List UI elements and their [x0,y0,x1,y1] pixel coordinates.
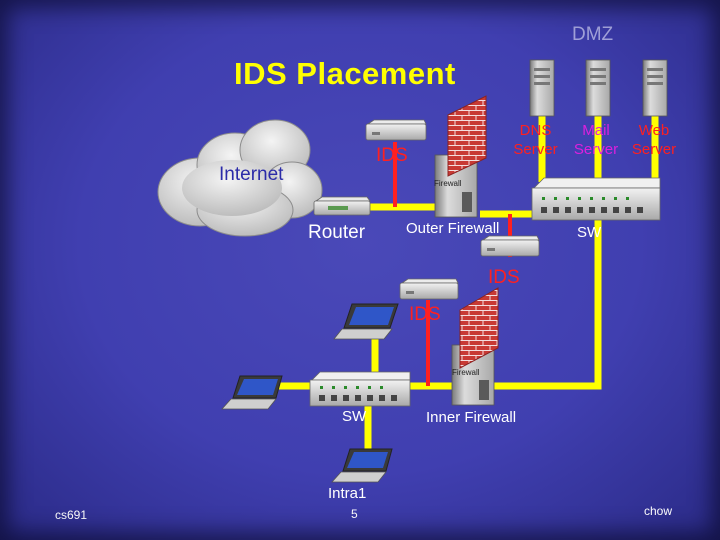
dns-server-device [529,59,555,117]
network-links [275,115,659,450]
dmz-switch-device [531,177,661,221]
inner-firewall-label: Inner Firewall [426,409,517,426]
mail-server-label-line1: Mail [582,122,610,139]
dns-server-label-line1: DNS [519,122,552,139]
router-device [313,196,371,216]
web-server-label: Web Server [630,121,678,159]
outer-firewall-device [434,95,487,218]
inner-firewall-device [451,287,499,406]
outer-ids-device [365,119,427,141]
inner-firewall-device-text: Firewall [452,368,480,377]
footer-left: cs691 [55,508,88,522]
footer-right: chow [644,504,673,518]
intranet-label: Intra1 [328,485,367,502]
laptop-left [221,375,283,410]
mail-server-label: Mail Server [572,121,620,159]
middle-ids-label: IDS [488,267,520,288]
web-server-label-line1: Web [638,122,670,139]
mail-server-label-line2: Server [573,141,619,158]
footer-page-number: 5 [351,507,358,521]
inner-ids-label: IDS [409,304,441,325]
inner-ids-device [399,278,459,300]
middle-ids-device [480,235,540,257]
outer-ids-label: IDS [376,145,408,166]
dmz-label: DMZ [572,24,614,45]
web-server-device [642,59,668,117]
web-server-label-line2: Server [631,141,677,158]
laptop-bottom [331,448,393,483]
outer-firewall-label: Outer Firewall [406,220,500,237]
dns-server-label: DNS Server [513,121,558,159]
router-label: Router [308,222,366,243]
internet-cloud [157,119,323,237]
inner-switch-device [309,371,411,407]
inner-switch-label: SW [342,408,367,425]
internet-label: Internet [219,164,284,185]
link-dmz-switch-inner-firewall [493,218,602,390]
laptop-top [333,303,399,340]
outer-firewall-device-text: Firewall [434,179,462,188]
dmz-switch-label: SW [577,224,602,241]
mail-server-device [585,59,611,117]
page-title: IDS Placement [234,56,456,91]
dns-server-label-line2: Server [513,141,558,158]
